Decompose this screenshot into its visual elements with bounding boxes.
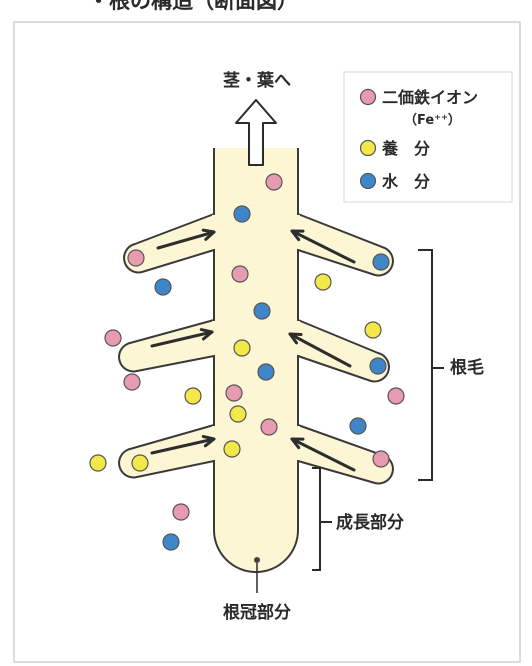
to-stem-leaves-label: 茎・葉へ xyxy=(223,70,291,91)
water-particle xyxy=(233,205,251,223)
legend-nutrient-swatch xyxy=(359,139,377,157)
root-hair-right-1 xyxy=(297,213,394,277)
growth-zone-bracket xyxy=(312,467,332,571)
root-hair-right-2 xyxy=(297,319,390,383)
root-trunk xyxy=(213,148,299,573)
water-particle xyxy=(162,533,180,551)
water-particle xyxy=(369,357,387,375)
iron-particle xyxy=(231,265,249,283)
water-particle xyxy=(257,363,275,381)
iron-particle xyxy=(260,418,278,436)
flow-arrow xyxy=(290,437,356,472)
legend-nutrient-label: 養 分 xyxy=(381,139,430,158)
root-hair-label: 根毛 xyxy=(450,357,484,378)
flow-arrow xyxy=(290,229,356,264)
iron-particle xyxy=(265,173,283,191)
iron-particle xyxy=(127,249,145,267)
diagram-frame xyxy=(13,21,521,663)
legend-water-swatch xyxy=(359,172,377,190)
iron-particle xyxy=(172,503,190,521)
legend-iron-label: 二価鉄イオン xyxy=(382,88,478,107)
iron-particle xyxy=(387,387,405,405)
water-particle xyxy=(372,253,390,271)
flow-arrow xyxy=(288,332,352,368)
water-particle xyxy=(349,417,367,435)
nutrient-particle xyxy=(314,273,332,291)
flow-arrow xyxy=(150,435,216,455)
iron-particle xyxy=(225,384,243,402)
water-particle xyxy=(154,278,172,296)
root-cap-point xyxy=(254,557,260,563)
nutrient-particle xyxy=(364,321,382,339)
legend-iron-swatch xyxy=(359,88,377,106)
iron-particle xyxy=(104,329,122,347)
nutrient-particle xyxy=(233,339,251,357)
page-title-fragment: ・根の構造（断面図） xyxy=(88,0,298,13)
nutrient-particle xyxy=(223,440,241,458)
nutrient-particle xyxy=(229,405,247,423)
growth-zone-label: 成長部分 xyxy=(336,512,404,533)
flow-arrows xyxy=(150,228,356,472)
flow-arrow xyxy=(150,328,214,348)
iron-particle xyxy=(372,450,390,468)
root-cap-label: 根冠部分 xyxy=(223,602,291,623)
particles xyxy=(89,173,405,551)
up-arrow xyxy=(235,99,277,166)
legend: 二価鉄イオン （Fe⁺⁺） 養 分 水 分 xyxy=(343,71,513,203)
root-hair-left-2 xyxy=(118,319,215,373)
legend-iron-sublabel: （Fe⁺⁺） xyxy=(404,112,461,128)
legend-water-label: 水 分 xyxy=(382,172,430,191)
nutrient-particle xyxy=(89,454,107,472)
root-hair-left-1 xyxy=(123,213,215,274)
nutrient-particle xyxy=(184,387,202,405)
water-particle xyxy=(253,302,271,320)
iron-particle xyxy=(123,373,141,391)
nutrient-particle xyxy=(131,454,149,472)
root-hair-bracket xyxy=(418,249,444,481)
flow-arrow xyxy=(156,228,216,250)
